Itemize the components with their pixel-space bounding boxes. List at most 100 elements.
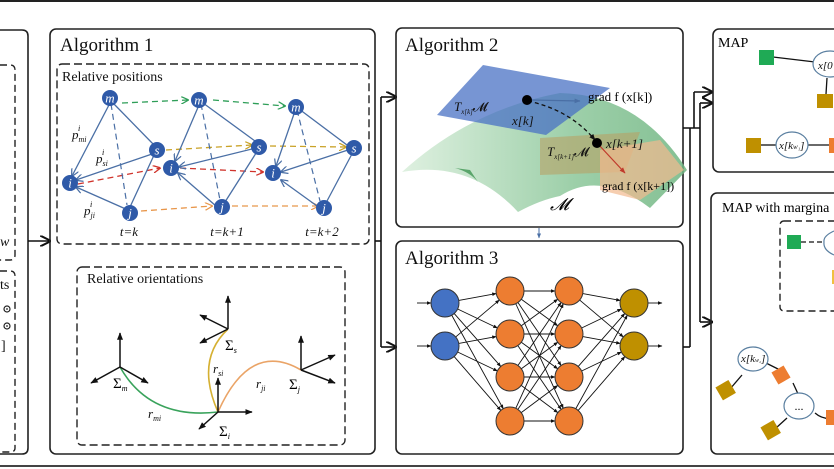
bottom-rule (0, 465, 834, 467)
factor-node (760, 419, 781, 441)
nn-hidden-node (495, 276, 525, 306)
nn-hidden-node (495, 319, 525, 349)
graph-t-k1: m s i j (163, 92, 267, 215)
nn-edge (451, 315, 504, 410)
nn-edge (581, 308, 622, 329)
frame-j-label: Σj (289, 377, 301, 394)
nn-edge (455, 299, 500, 338)
point-x-k-label: x[k] (511, 113, 534, 128)
label-p-ji-sup: i (90, 200, 92, 209)
factor-node-orange (826, 410, 834, 425)
connector-alg1-to-alg2-alg3 (375, 97, 396, 347)
nn-hidden-node (554, 276, 584, 306)
node-s-label: s (256, 140, 261, 155)
node-s-label: s (351, 141, 356, 156)
node-j-label: j (126, 206, 132, 221)
nn-edge (577, 356, 626, 411)
nn-output-node (619, 288, 649, 318)
rotation-arc-mi (119, 366, 219, 414)
algorithm1-panel: Algorithm 1 Relative positions (49, 28, 376, 455)
grad-arrow-k (530, 98, 581, 104)
left-panel: w ts ] (0, 29, 50, 455)
odot-center (6, 325, 8, 327)
nn-edge (458, 292, 497, 301)
nn-edge (575, 314, 628, 409)
graph-t-k: m s i j pmi i psi i pji i (62, 90, 165, 221)
factor-node-orange (829, 138, 834, 153)
node-j-label: j (218, 200, 224, 215)
prior-factor (759, 50, 774, 65)
manifold-underside (455, 168, 478, 182)
frame-i-label: Σi (219, 424, 230, 441)
variable-node-kw1 (775, 131, 809, 159)
manifold-label: 𝓜 (550, 195, 574, 214)
left-partial-text-3: ] (1, 339, 6, 354)
point-x-k1 (592, 138, 602, 148)
node-j (316, 200, 332, 216)
node-m (102, 90, 118, 106)
node-m-label: m (105, 91, 114, 106)
frame-s-label: Σs (225, 338, 237, 355)
temporal-arrow-j (140, 206, 212, 212)
map-title: MAP (718, 36, 749, 51)
factor-node (817, 94, 833, 108)
node-j-label: j (320, 201, 326, 216)
map-edge (825, 77, 828, 95)
node-s (149, 142, 165, 158)
node-j (214, 199, 230, 215)
map-panel: MAP x[0 x[kw₁] (712, 28, 834, 173)
frame-s (199, 295, 231, 344)
nn-hidden-node (495, 362, 525, 392)
nn-hidden-node (554, 319, 584, 349)
left-partial-text-1: w (0, 235, 10, 250)
point-x-k1-label: x[k+1] (605, 136, 643, 151)
algorithm3-panel: Algorithm 3 (395, 240, 684, 455)
time-label-k2: t=k+2 (305, 224, 339, 239)
nn-hidden-node (495, 406, 525, 436)
node-i-label: i (271, 166, 275, 181)
nn-edge (515, 303, 564, 409)
label-r-mi: rmi (148, 406, 161, 423)
label-p-si: psi (95, 151, 108, 168)
odot-center (6, 308, 8, 310)
nn-edge (582, 293, 621, 302)
label-p-mi: pmi (71, 127, 87, 144)
node-i (62, 175, 78, 191)
nn-edge (458, 335, 497, 344)
node-i-label: i (169, 161, 173, 176)
map-edge (772, 56, 816, 63)
factor-node (715, 379, 736, 401)
point-x-k (522, 95, 532, 105)
label-r-si: rsi (213, 361, 223, 378)
factor-node-partial (832, 270, 834, 284)
relative-positions-title: Relative positions (62, 70, 163, 85)
variable-node-partial (823, 230, 834, 256)
nn-hidden-node (554, 406, 584, 436)
variable-node-ellipsis-label: ... (795, 399, 804, 413)
label-p-mi-sup: i (78, 124, 80, 133)
temporal-arrow-i (77, 168, 160, 185)
factor-node (746, 138, 761, 153)
label-p-si-sup: i (102, 148, 104, 157)
node-s (346, 140, 362, 156)
nn-input-node (430, 331, 460, 361)
temporal-arrow-s (269, 146, 346, 147)
factor-node-orange (771, 365, 791, 385)
algorithm2-title: Algorithm 2 (405, 35, 498, 56)
node-m-label: m (291, 100, 300, 115)
left-partial-text-2: ts (0, 278, 9, 293)
node-i (163, 160, 179, 176)
label-r-ji: rji (256, 376, 266, 393)
node-m (191, 92, 207, 108)
top-rule (0, 0, 834, 2)
temporal-arrow-m (121, 100, 188, 103)
variable-node-kw1-label: x[kw₁] (778, 140, 804, 152)
graph-t-k2: m s i j (265, 99, 362, 216)
manifold-orange-region (600, 140, 684, 200)
iteration-path (527, 100, 596, 141)
map-marginal-title: MAP with margina (722, 201, 830, 216)
variable-node-kw2 (737, 346, 769, 372)
node-m (288, 99, 304, 115)
algorithm3-title: Algorithm 3 (405, 248, 498, 269)
